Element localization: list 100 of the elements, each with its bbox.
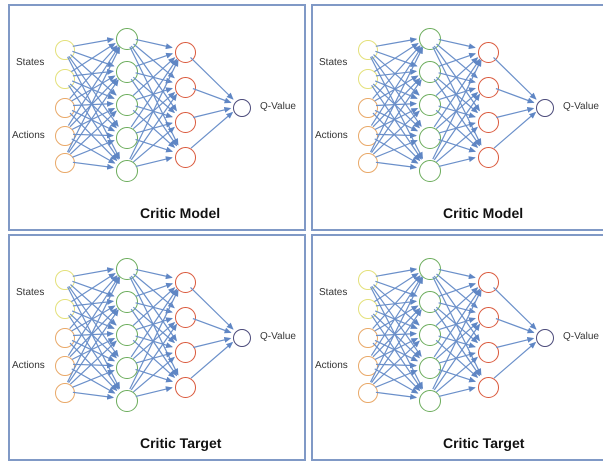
arrow bbox=[432, 289, 482, 390]
neuron-circle bbox=[174, 272, 196, 292]
neuron-circle bbox=[174, 342, 196, 362]
neuron-circle bbox=[419, 160, 441, 182]
arrow bbox=[70, 284, 117, 326]
arrow bbox=[130, 58, 178, 128]
neuron-circle bbox=[478, 112, 498, 132]
arrow bbox=[193, 336, 232, 348]
arrow bbox=[129, 46, 178, 146]
neuron-circle bbox=[174, 376, 196, 398]
arrow bbox=[434, 58, 480, 128]
arrow bbox=[438, 52, 476, 67]
neuron-circle bbox=[358, 69, 378, 89]
arrow bbox=[135, 282, 174, 297]
neuron-circle bbox=[55, 356, 75, 376]
neuron-circle bbox=[174, 42, 196, 62]
arrow bbox=[67, 56, 120, 160]
arrow bbox=[376, 132, 417, 138]
arrow bbox=[370, 286, 424, 390]
arrow bbox=[72, 370, 115, 388]
arrow bbox=[68, 56, 119, 128]
arrow bbox=[436, 44, 478, 78]
arrow bbox=[72, 132, 114, 138]
input-group-label: Actions bbox=[315, 130, 348, 141]
arrow bbox=[71, 272, 116, 302]
arrow bbox=[370, 276, 424, 382]
arrow bbox=[72, 140, 115, 158]
arrow bbox=[375, 140, 418, 158]
arrow bbox=[434, 94, 480, 160]
arrow bbox=[436, 274, 478, 308]
panel-title: Critic Target bbox=[443, 435, 524, 451]
arrow bbox=[438, 87, 476, 100]
arrow bbox=[372, 112, 420, 162]
neuron-circle bbox=[116, 94, 138, 116]
arrow bbox=[130, 94, 178, 160]
arrow bbox=[135, 106, 173, 118]
arrow bbox=[372, 110, 420, 155]
arrow bbox=[374, 75, 418, 102]
neuron-circle bbox=[116, 160, 138, 182]
neuron-circle bbox=[358, 153, 378, 173]
output-label: Q-Value bbox=[260, 331, 296, 342]
arrow bbox=[72, 100, 114, 107]
arrow bbox=[493, 286, 537, 330]
arrow bbox=[132, 57, 176, 96]
neuron-circle bbox=[419, 390, 441, 412]
arrow bbox=[132, 76, 176, 114]
arrow bbox=[130, 78, 178, 146]
neuron-circle bbox=[116, 390, 138, 412]
panel-title: Critic Model bbox=[140, 205, 220, 221]
arrow bbox=[72, 392, 114, 400]
neuron-circle bbox=[358, 270, 378, 290]
arrow bbox=[70, 340, 117, 385]
arrow bbox=[376, 392, 418, 400]
arrow bbox=[438, 156, 476, 167]
arrow bbox=[72, 310, 115, 329]
arrow bbox=[370, 46, 424, 152]
arrow bbox=[190, 112, 234, 149]
arrow bbox=[72, 362, 114, 368]
arrow bbox=[438, 368, 476, 382]
arrow bbox=[130, 308, 178, 376]
arrow bbox=[434, 78, 480, 146]
neuron-circle bbox=[233, 99, 251, 117]
neuron-circle bbox=[55, 270, 75, 290]
arrow bbox=[135, 52, 174, 67]
neuron-circle bbox=[116, 28, 138, 50]
arrow bbox=[438, 106, 476, 118]
input-group-label: States bbox=[16, 287, 44, 298]
neuron-circle bbox=[536, 99, 554, 117]
neuron-circle bbox=[419, 291, 441, 313]
arrow bbox=[192, 318, 232, 334]
input-group-label: Actions bbox=[12, 360, 45, 371]
neuron-circle bbox=[174, 306, 196, 328]
output-label: Q-Value bbox=[260, 101, 296, 112]
arrow bbox=[372, 340, 420, 385]
arrow bbox=[72, 37, 114, 47]
arrow bbox=[432, 276, 482, 376]
arrow bbox=[370, 56, 424, 160]
arrow bbox=[376, 299, 418, 306]
arrow bbox=[434, 288, 480, 358]
arrow bbox=[434, 308, 480, 376]
arrow bbox=[376, 100, 417, 107]
neuron-circle bbox=[478, 146, 498, 168]
neuron-circle bbox=[55, 69, 75, 89]
arrow bbox=[374, 272, 419, 302]
arrow bbox=[438, 268, 476, 280]
arrow bbox=[72, 69, 114, 76]
arrow bbox=[70, 112, 118, 162]
panel-frame bbox=[311, 234, 603, 461]
arrow bbox=[72, 80, 115, 99]
arrow bbox=[375, 280, 418, 297]
arrow bbox=[376, 267, 418, 277]
arrow bbox=[68, 286, 119, 358]
arrow bbox=[135, 352, 173, 364]
arrow bbox=[370, 276, 422, 356]
arrow bbox=[133, 274, 175, 308]
arrow bbox=[374, 42, 419, 72]
arrow bbox=[71, 138, 116, 164]
neuron-circle bbox=[478, 42, 498, 62]
arrow bbox=[375, 50, 418, 67]
arrow bbox=[192, 88, 232, 104]
